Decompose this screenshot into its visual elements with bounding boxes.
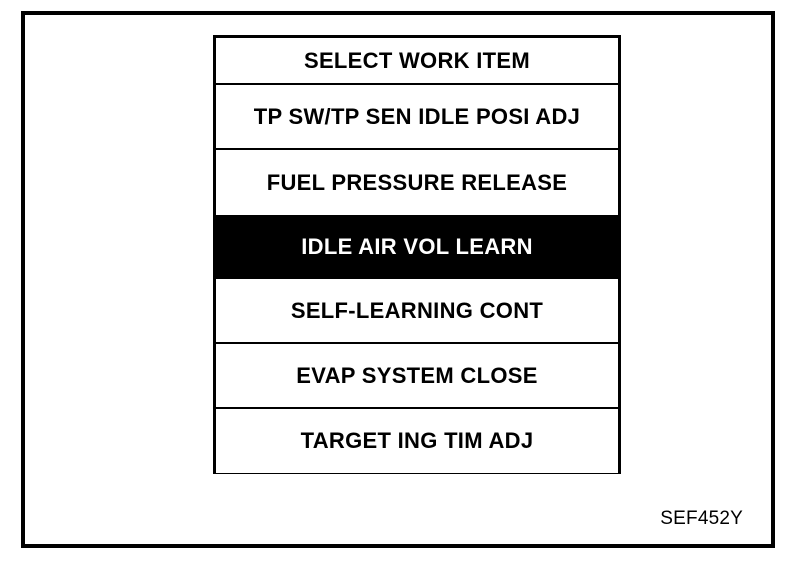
menu-header-label: SELECT WORK ITEM [303, 47, 530, 73]
menu-item-label: SELF-LEARNING CONT [290, 297, 544, 323]
menu-header-select-work-item: SELECT WORK ITEM [216, 38, 618, 85]
menu-item-tp-sw-tp-sen-idle-posi-adj[interactable]: TP SW/TP SEN IDLE POSI ADJ [216, 85, 618, 150]
menu-item-fuel-pressure-release[interactable]: FUEL PRESSURE RELEASE [216, 150, 618, 215]
menu-item-label: TP SW/TP SEN IDLE POSI ADJ [253, 103, 581, 129]
menu-item-target-ing-tim-adj[interactable]: TARGET ING TIM ADJ [216, 409, 618, 473]
figure-border: SELECT WORK ITEM TP SW/TP SEN IDLE POSI … [21, 11, 775, 548]
menu-item-evap-system-close[interactable]: EVAP SYSTEM CLOSE [216, 344, 618, 409]
work-item-menu-panel: SELECT WORK ITEM TP SW/TP SEN IDLE POSI … [213, 35, 621, 474]
menu-item-label: IDLE AIR VOL LEARN [301, 234, 533, 259]
menu-item-label: FUEL PRESSURE RELEASE [266, 169, 568, 195]
menu-item-idle-air-vol-learn[interactable]: IDLE AIR VOL LEARN [213, 215, 621, 279]
menu-item-label: EVAP SYSTEM CLOSE [296, 362, 538, 388]
menu-item-label: TARGET ING TIM ADJ [300, 428, 534, 453]
figure-caption-code: SEF452Y [660, 508, 743, 529]
menu-item-self-learning-cont[interactable]: SELF-LEARNING CONT [216, 279, 618, 344]
